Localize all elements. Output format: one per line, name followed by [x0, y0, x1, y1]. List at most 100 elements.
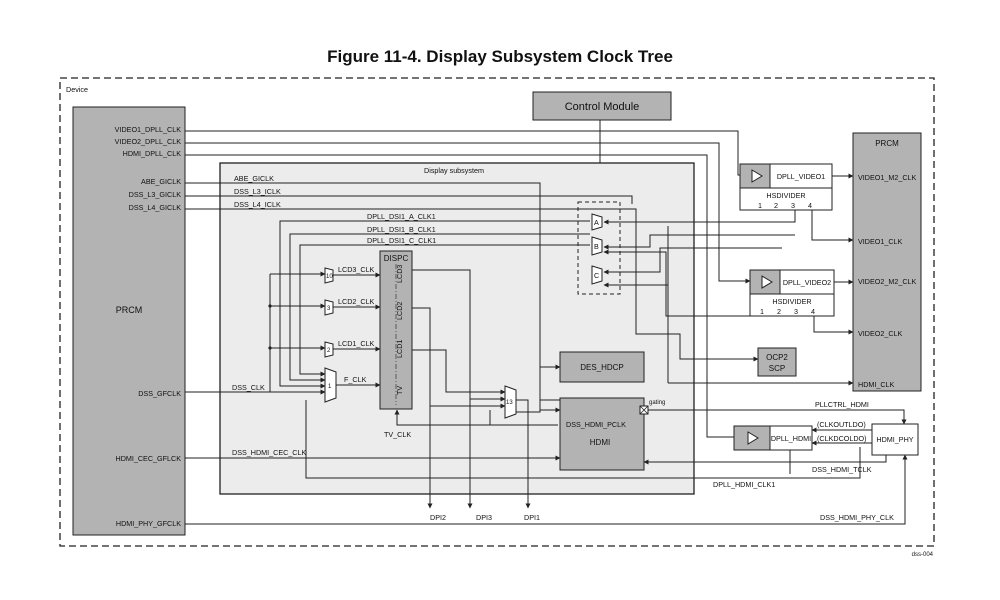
des-hdcp-label: DES_HDCP — [580, 363, 624, 372]
label-abe-giclk-in: ABE_GICLK — [234, 174, 274, 183]
svg-text:3: 3 — [327, 306, 331, 312]
dispc-label: DISPC — [384, 254, 409, 263]
svg-text:2: 2 — [327, 348, 331, 354]
label-dss-l4-giclk: DSS_L4_GICLK — [129, 203, 182, 212]
hsdivider1-out-2: 2 — [774, 201, 778, 210]
label-tv-clk: TV_CLK — [384, 430, 411, 439]
prcm-right-inputs: VIDEO1_M2_CLK VIDEO1_CLK VIDEO2_M2_CLK V… — [858, 173, 917, 389]
label-hdmi-cec-gflck: HDMI_CEC_GFLCK — [116, 454, 182, 463]
hsdivider2-block — [749, 293, 835, 317]
dispc-port-tv: TV — [395, 386, 404, 395]
label-clkdcoldo: (CLKDCOLDO) — [817, 434, 867, 443]
selector-mux-a: A — [591, 213, 603, 231]
clock-selector-group — [577, 201, 621, 295]
prcm-left-outputs: VIDEO1_DPLL_CLK VIDEO2_DPLL_CLK HDMI_DPL… — [115, 125, 182, 528]
hsdivider1-out-4: 4 — [808, 201, 812, 210]
interface-clock-lines — [185, 182, 759, 413]
svg-text:A: A — [594, 218, 599, 227]
lcd-clock-lines — [333, 272, 381, 388]
ocp2scp-label-2: SCP — [769, 364, 785, 373]
device-label: Device — [66, 85, 88, 94]
gating-label: gating — [649, 400, 665, 406]
label-video2-dpll-clk: VIDEO2_DPLL_CLK — [115, 137, 182, 146]
label-dss-hdmi-tclk: DSS_HDMI_TCLK — [812, 465, 872, 474]
label-lcd2-clk: LCD2_CLK — [338, 297, 375, 306]
label-dss-l3-iclk: DSS_L3_ICLK — [234, 187, 281, 196]
hdmi-block — [559, 397, 645, 471]
label-dpi1: DPI1 — [524, 513, 540, 522]
hsdivider1-label: HSDIVIDER — [766, 191, 805, 200]
lcd-mux-13: 13 — [504, 385, 517, 419]
ocp2scp-block — [757, 347, 797, 377]
label-video1-dpll-clk: VIDEO1_DPLL_CLK — [115, 125, 182, 134]
label-pllctrl-hdmi: PLLCTRL_HDMI — [815, 400, 869, 409]
hdmi-phy-clk-line — [185, 454, 908, 525]
hdmi-phy-label: HDMI_PHY — [876, 435, 913, 444]
dpll-video1-block — [769, 163, 833, 189]
label-f-clk: F_CLK — [344, 375, 367, 384]
dpll-video2-block — [779, 269, 835, 295]
svg-text:C: C — [594, 271, 599, 280]
hsdivider1-out-1: 1 — [758, 201, 762, 210]
label-video2-m2-clk: VIDEO2_M2_CLK — [858, 277, 917, 286]
hsdivider2-out-2: 2 — [777, 307, 781, 316]
svg-text:10: 10 — [326, 274, 333, 280]
ocp2scp-label-1: OCP2 — [766, 353, 788, 362]
dispc-port-lcd3: LCD3 — [395, 265, 404, 283]
dpll-video2-label: DPLL_VIDEO2 — [783, 278, 831, 287]
fclk-mux-1: 1 — [324, 367, 337, 403]
dpll-hdmi-block — [769, 425, 813, 451]
label-dpi2: DPI2 — [430, 513, 446, 522]
label-lcd1-clk: LCD1_CLK — [338, 339, 375, 348]
prcm-right-block — [852, 132, 922, 392]
dpll-hdmi-buffer — [747, 431, 759, 445]
label-clkoutldo: (CLKOUTLDO) — [817, 420, 866, 429]
svg-text:B: B — [594, 242, 599, 251]
label-lcd3-clk: LCD3_CLK — [338, 265, 375, 274]
hsdivider2-out-4: 4 — [811, 307, 815, 316]
label-dss-hdmi-pclk: DSS_HDMI_PCLK — [566, 420, 626, 429]
svg-text:13: 13 — [506, 400, 513, 406]
document-id: dss-004 — [912, 552, 934, 558]
label-dsi1-c-clk1: DPLL_DSI1_C_CLK1 — [367, 236, 436, 245]
selector-feedback-lines — [603, 209, 796, 317]
label-dsi1-a-clk1: DPLL_DSI1_A_CLK1 — [367, 212, 436, 221]
control-module-label: Control Module — [565, 101, 640, 113]
lcd-divider-3: 3 — [324, 299, 334, 316]
hsdivider1-block — [739, 187, 833, 211]
hsdivider2-label: HSDIVIDER — [772, 297, 811, 306]
video2-clk-link — [813, 316, 854, 335]
hdmi-phy-links — [643, 409, 907, 465]
prcm-left-block — [72, 106, 186, 536]
dpll-video1-buffer — [751, 169, 763, 183]
label-dss-clk: DSS_CLK — [232, 383, 265, 392]
figure-title: Figure 11-4. Display Subsystem Clock Tre… — [327, 47, 673, 66]
hsdivider2-out-1: 1 — [760, 307, 764, 316]
label-abe-giclk: ABE_GICLK — [141, 177, 181, 186]
label-dss-hdmi-phy-clk: DSS_HDMI_PHY_CLK — [820, 513, 894, 522]
control-module-block — [532, 91, 672, 121]
selector-mux-b: B — [591, 236, 603, 256]
lcd-divider-10: 10 — [324, 267, 334, 284]
prcm-right-label: PRCM — [875, 139, 899, 148]
label-video2-clk: VIDEO2_CLK — [858, 329, 903, 338]
label-dpll-hdmi-clk1: DPLL_HDMI_CLK1 — [713, 480, 775, 489]
video1-clk-link — [811, 210, 854, 243]
prcm-left-label: PRCM — [116, 305, 143, 315]
hdmi-label: HDMI — [590, 438, 610, 447]
dpll-video1-label: DPLL_VIDEO1 — [777, 172, 825, 181]
label-dss-l4-iclk: DSS_L4_ICLK — [234, 200, 281, 209]
label-video1-clk: VIDEO1_CLK — [858, 237, 903, 246]
dpll-video2-buffer — [761, 275, 773, 289]
label-dss-hdmi-cec-clk: DSS_HDMI_CEC_CLK — [232, 448, 306, 457]
selector-mux-c: C — [591, 265, 603, 285]
label-dss-gfclk: DSS_GFCLK — [138, 389, 181, 398]
hdmi-phy-block — [871, 423, 919, 456]
label-dsi1-b-clk1: DPLL_DSI1_B_CLK1 — [367, 225, 436, 234]
dpi-output-lines — [412, 269, 560, 509]
dispc-port-lcd2: LCD2 — [395, 302, 404, 320]
lcd-divider-2: 2 — [324, 341, 334, 358]
label-video1-m2-clk: VIDEO1_M2_CLK — [858, 173, 917, 182]
label-hdmi-dpll-clk: HDMI_DPLL_CLK — [123, 149, 182, 158]
